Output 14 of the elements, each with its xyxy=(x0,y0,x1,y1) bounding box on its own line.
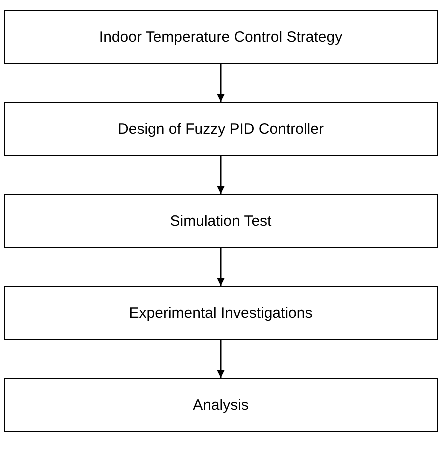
process-box xyxy=(4,102,438,156)
box-label: Experimental Investigations xyxy=(129,304,313,322)
box-label: Design of Fuzzy PID Controller xyxy=(118,120,324,138)
process-box xyxy=(4,10,438,64)
box-label: Analysis xyxy=(193,396,249,414)
process-box xyxy=(4,194,438,248)
arrow xyxy=(217,64,225,102)
arrow xyxy=(217,248,225,286)
process-box xyxy=(4,378,438,432)
box-label: Simulation Test xyxy=(170,212,272,230)
arrow xyxy=(217,340,225,378)
process-box xyxy=(4,286,438,340)
arrow xyxy=(217,156,225,194)
box-label: Indoor Temperature Control Strategy xyxy=(99,28,343,46)
